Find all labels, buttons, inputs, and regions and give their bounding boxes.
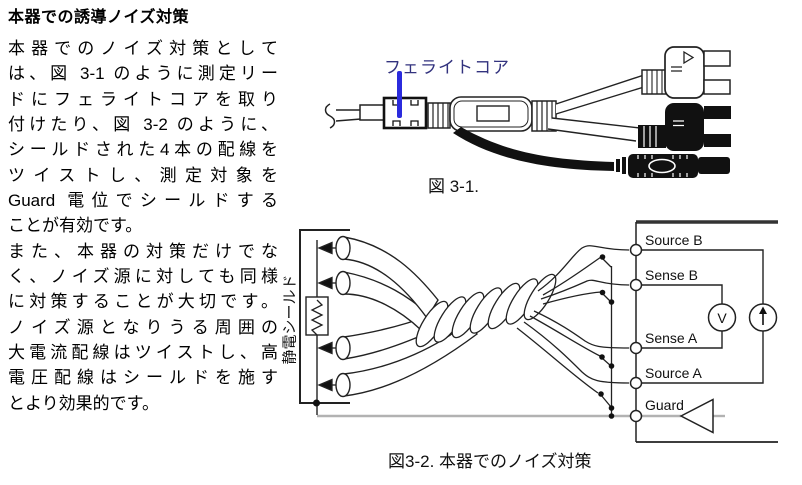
paragraph-line: に対策することが大切です。 [8, 292, 278, 312]
meter-wiring [641, 249, 764, 384]
shielded-cables [335, 235, 478, 398]
shield-junction-dot [313, 399, 320, 407]
paragraph-line: ノイズ源となりうる周囲の [8, 317, 278, 337]
figure-3-1-caption: 図 3-1. [428, 177, 480, 196]
paragraph-line: とより効果的です。 [8, 393, 159, 413]
terminal-sense-a [629, 341, 643, 355]
cable-break-mark [324, 103, 362, 129]
ferrite-core [382, 96, 428, 130]
figure-3-2-diagram: V Source B Sense B Sense A Source A Guar… [299, 220, 778, 443]
ferrite-core-label: フェライトコア [384, 58, 510, 77]
connection-dots [598, 254, 615, 419]
plug-body [449, 96, 557, 132]
figure-3-1-drawing [324, 46, 731, 178]
paragraph-line: 本器でのノイズ対策として [8, 39, 278, 58]
plug-strain-relief [427, 102, 451, 129]
paragraph-line: ツイストし、測定対象を [8, 165, 278, 185]
terminal-source-b [629, 243, 643, 257]
paragraph-line: シールドされた4本の配線を [8, 140, 278, 160]
paragraph-line: く、ノイズ源に対しても同様 [8, 267, 278, 287]
terminal-label: Sense A [645, 330, 698, 346]
white-connector [641, 46, 731, 99]
twisted-cable-bundle [415, 273, 557, 348]
ferrite-pointer [397, 71, 402, 118]
black-cable [453, 127, 614, 171]
terminal-label: Guard [645, 397, 684, 413]
instrument-outline [635, 220, 778, 443]
terminal-label: Source B [645, 232, 703, 248]
voltmeter-symbol: V [707, 303, 737, 332]
terminal-labels: Source B Sense B Sense A Source A Guard [645, 232, 703, 413]
lead-tube-upper [555, 74, 645, 115]
figure-3-2-caption: 図3-2. 本器でのノイズ対策 [388, 452, 592, 471]
section-heading: 本器での誘導ノイズ対策 [8, 9, 190, 26]
paragraph-line: 電圧配線はシールドを施す [8, 368, 278, 388]
terminals [629, 243, 643, 423]
terminal-sense-b [629, 278, 643, 292]
paragraph-line: は、図 3-1 のように測定リー [8, 64, 278, 84]
terminal-label: Sense B [645, 267, 698, 283]
body-text: 本器でのノイズ対策として は、図 3-1 のように測定リー ドにフェライトコアを… [8, 36, 278, 416]
paragraph-line: 大電流配線はツイストし、高 [8, 343, 278, 363]
black-straight-plug [616, 154, 730, 178]
voltmeter-letter: V [717, 310, 727, 326]
triangle-mark-icon [683, 50, 695, 65]
resistor-symbol [305, 296, 329, 336]
terminal-label: Source A [645, 365, 702, 381]
black-connector [638, 103, 731, 151]
terminal-guard [629, 409, 643, 423]
paragraph-line: 付けたり、図 3-2 のように、 [8, 115, 278, 135]
terminal-source-a [629, 376, 643, 390]
wire-fanout [516, 245, 630, 408]
lead-wire-sleeve [359, 104, 385, 121]
current-source-symbol [748, 303, 778, 332]
lead-tube-lower [547, 117, 641, 142]
paragraph-line: また、本器の対策だけでな [8, 241, 278, 261]
paragraph-line: ドにフェライトコアを取り [8, 89, 278, 109]
paragraph-line: Guard 電位でシールドする [8, 191, 278, 211]
guard-buffer-triangle [679, 398, 714, 434]
paragraph-line: ことが有効です。 [8, 216, 143, 236]
